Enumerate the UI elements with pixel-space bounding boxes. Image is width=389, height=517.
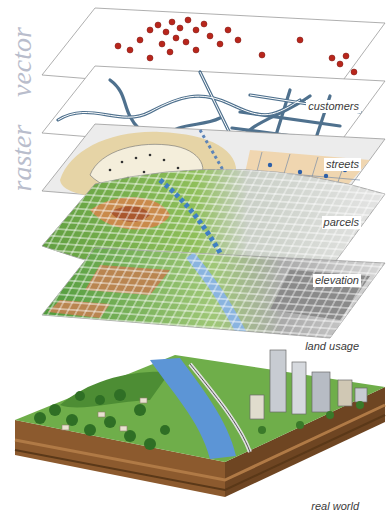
side-label: vector [7,27,37,97]
layer-label: streets [324,158,361,171]
layer-label: land usage [303,340,361,353]
layer-label: elevation [313,274,361,287]
side-label: raster [7,125,37,192]
layer-label: customers [306,100,361,113]
layer-label: real world [309,500,361,513]
layer-label: parcels [322,216,361,229]
